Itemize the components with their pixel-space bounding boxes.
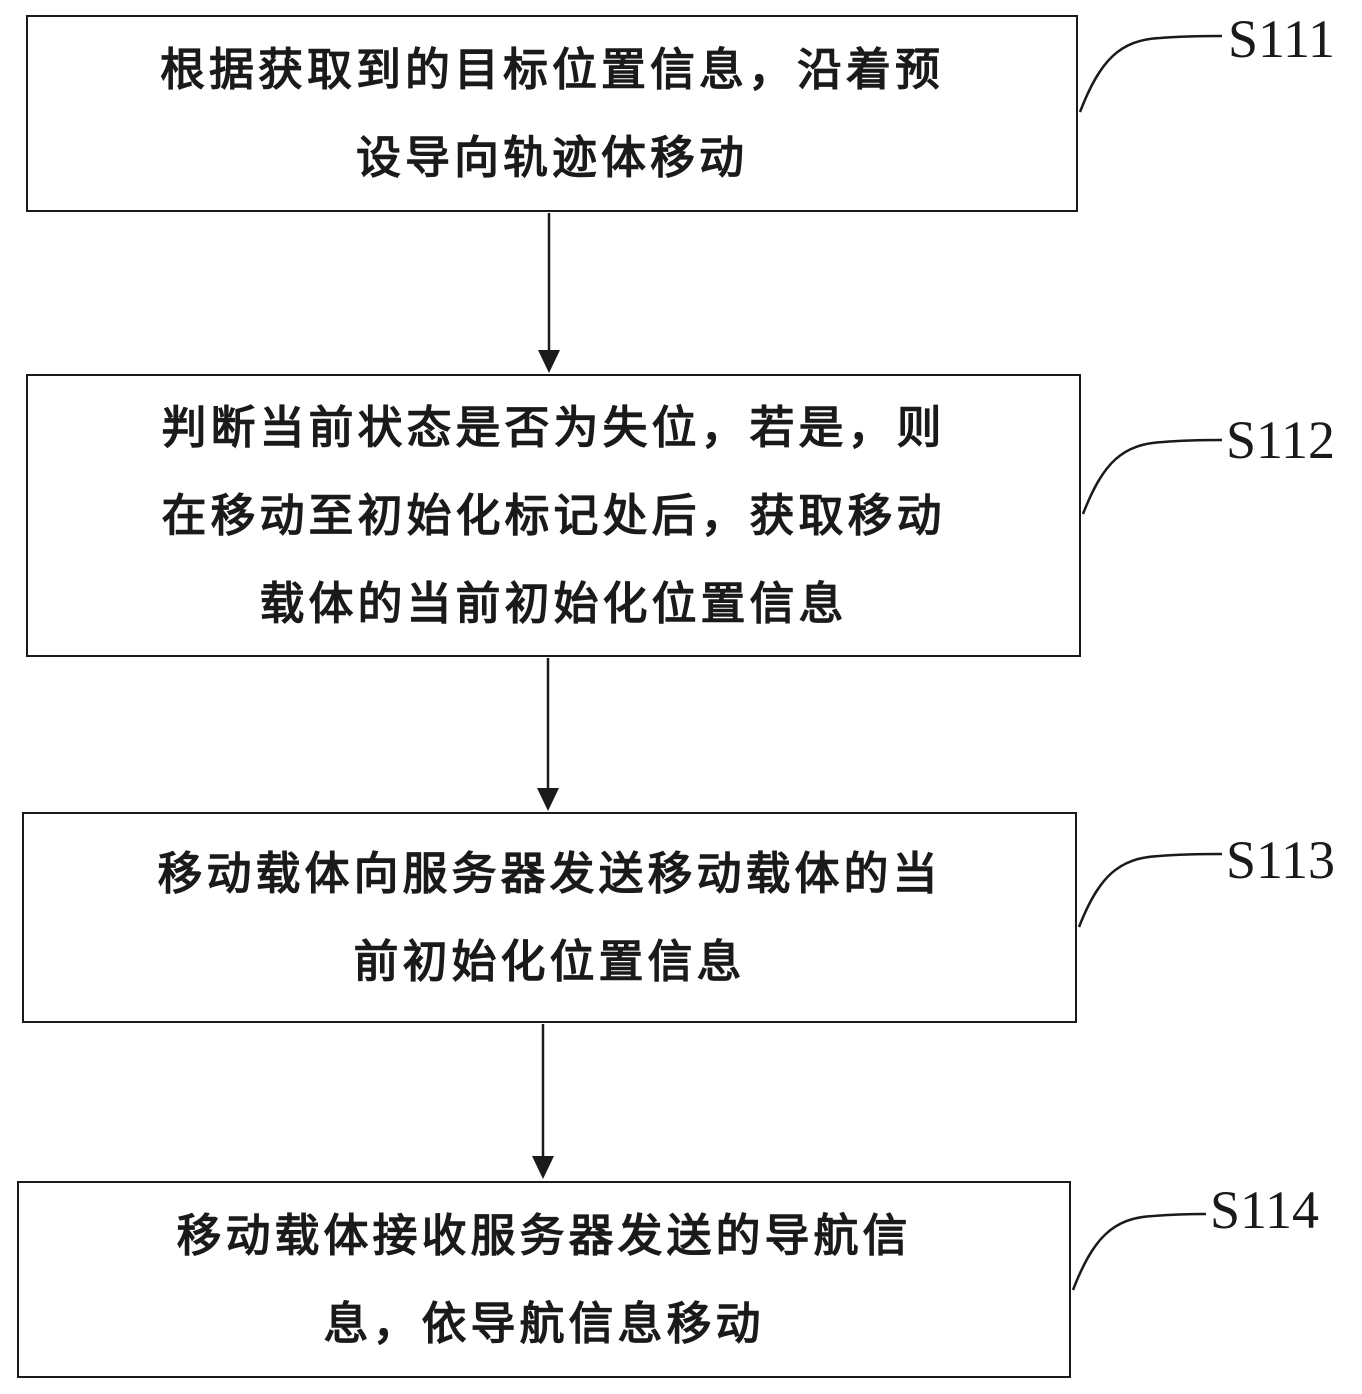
step-line: 载体的当前初始化位置信息 [259,576,848,630]
step-box-s112: 判断当前状态是否为失位，若是，则 在移动至初始化标记处后，获取移动 载体的当前初… [26,374,1081,657]
step-line: 根据获取到的目标位置信息，沿着预 [159,42,944,96]
step-label-s114: S114 [1210,1180,1320,1240]
step-line: 在移动至初始化标记处后，获取移动 [161,488,946,542]
arrow-s113-to-s114 [532,1024,554,1179]
step-line: 移动载体接收服务器发送的导航信 [176,1208,912,1262]
step-box-s111: 根据获取到的目标位置信息，沿着预 设导向轨迹体移动 [26,15,1078,212]
step-box-s113: 移动载体向服务器发送移动载体的当 前初始化位置信息 [22,812,1077,1023]
leader-line-s112 [1081,438,1223,515]
arrow-s112-to-s113 [537,658,559,811]
step-line: 移动载体向服务器发送移动载体的当 [157,846,942,900]
step-text-s113: 移动载体向服务器发送移动载体的当 前初始化位置信息 [157,830,941,1006]
leader-line-s111 [1078,34,1223,113]
step-label-s113: S113 [1226,830,1336,890]
step-line: 设导向轨迹体移动 [355,130,748,184]
step-line: 判断当前状态是否为失位，若是，则 [161,400,946,454]
step-label-s111: S111 [1228,9,1336,69]
step-text-s111: 根据获取到的目标位置信息，沿着预 设导向轨迹体移动 [160,26,944,202]
leader-line-s113 [1077,852,1223,928]
step-label-s112: S112 [1226,410,1336,470]
step-line: 息，依导航信息移动 [323,1296,765,1350]
arrow-s111-to-s112 [538,213,560,373]
step-text-s114: 移动载体接收服务器发送的导航信 息，依导航信息移动 [176,1192,911,1368]
leader-line-s114 [1071,1212,1207,1291]
step-line: 前初始化位置信息 [353,934,746,988]
step-text-s112: 判断当前状态是否为失位，若是，则 在移动至初始化标记处后，获取移动 载体的当前初… [161,384,945,648]
step-box-s114: 移动载体接收服务器发送的导航信 息，依导航信息移动 [17,1181,1071,1378]
